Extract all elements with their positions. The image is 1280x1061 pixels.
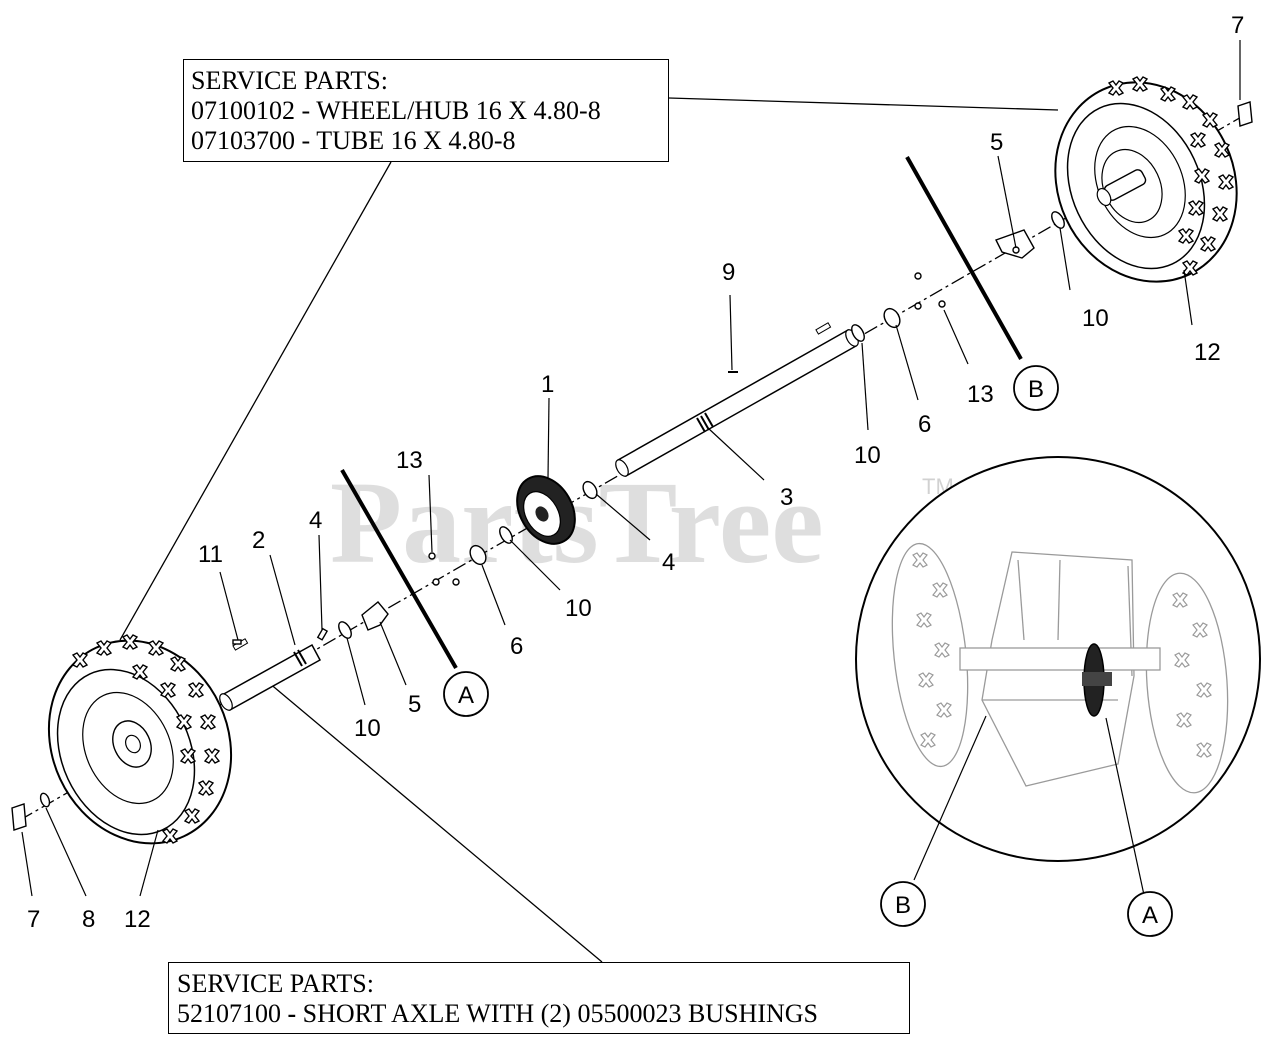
callout-6-left: 6: [510, 633, 523, 660]
hairpin-clips: [11, 101, 1253, 831]
callout-13-left: 13: [396, 447, 423, 474]
callout-7-top: 7: [1231, 12, 1244, 39]
service-parts-box-bottom: SERVICE PARTS: 52107100 - SHORT AXLE WIT…: [168, 962, 910, 1034]
callout-4-mid: 4: [662, 549, 675, 576]
callout-3: 3: [780, 484, 793, 511]
section-cut-lines: [340, 156, 1023, 669]
service-parts-box-top: SERVICE PARTS: 07100102 - WHEEL/HUB 16 X…: [183, 59, 669, 162]
callout-8: 8: [82, 906, 95, 933]
callout-12-right: 12: [1194, 339, 1221, 366]
part-number: 52107100: [177, 999, 281, 1028]
callout-5-left: 5: [408, 691, 421, 718]
callout-6-right: 6: [918, 411, 931, 438]
callout-11: 11: [198, 541, 223, 568]
callout-numbers: 7 5 10 12 9 13 6 10 1 3 4 13 10 6 11 2 4…: [27, 12, 1244, 933]
short-axle: [219, 638, 322, 712]
inset-view: [855, 456, 1261, 896]
long-axle: [615, 322, 859, 478]
callout-13-right: 13: [967, 381, 994, 408]
service-parts-heading: SERVICE PARTS:: [191, 66, 388, 95]
drive-gear: [516, 475, 576, 545]
section-markers: A B B A: [443, 365, 1173, 937]
callout-10-right: 10: [1082, 305, 1109, 332]
marker-a-inset: A: [1142, 902, 1158, 929]
callout-10-mid: 10: [854, 442, 881, 469]
callout-leaders: [21, 40, 1241, 897]
service-leaders: [119, 97, 1059, 963]
callout-9: 9: [722, 259, 735, 286]
callout-7-bottom: 7: [27, 906, 40, 933]
watermark-text: PartsTree: [330, 457, 824, 588]
marker-a-main: A: [458, 682, 474, 709]
marker-b-inset: B: [895, 892, 911, 919]
service-parts-heading: SERVICE PARTS:: [177, 969, 374, 998]
callout-12-left: 12: [124, 906, 151, 933]
callout-4-left: 4: [309, 507, 322, 534]
callout-1: 1: [541, 371, 554, 398]
left-wheel: [47, 634, 233, 845]
callout-2: 2: [252, 527, 265, 554]
watermark: PartsTree TM: [330, 457, 954, 588]
part-dash: -: [281, 999, 303, 1028]
callout-5-top: 5: [990, 129, 1003, 156]
service-part-line: 52107100 - SHORT AXLE WITH (2) 05500023 …: [177, 999, 909, 1029]
right-wheel: [1054, 76, 1238, 283]
callout-10-left: 10: [354, 715, 381, 742]
service-part-line: 07100102 - WHEEL/HUB 16 X 4.80-8: [191, 96, 601, 125]
part-description: SHORT AXLE WITH (2) 05500023 BUSHINGS: [302, 999, 818, 1028]
marker-b-main: B: [1028, 376, 1044, 403]
callout-10-left-mid: 10: [565, 595, 592, 622]
service-part-line: 07103700 - TUBE 16 X 4.80-8: [191, 126, 516, 155]
